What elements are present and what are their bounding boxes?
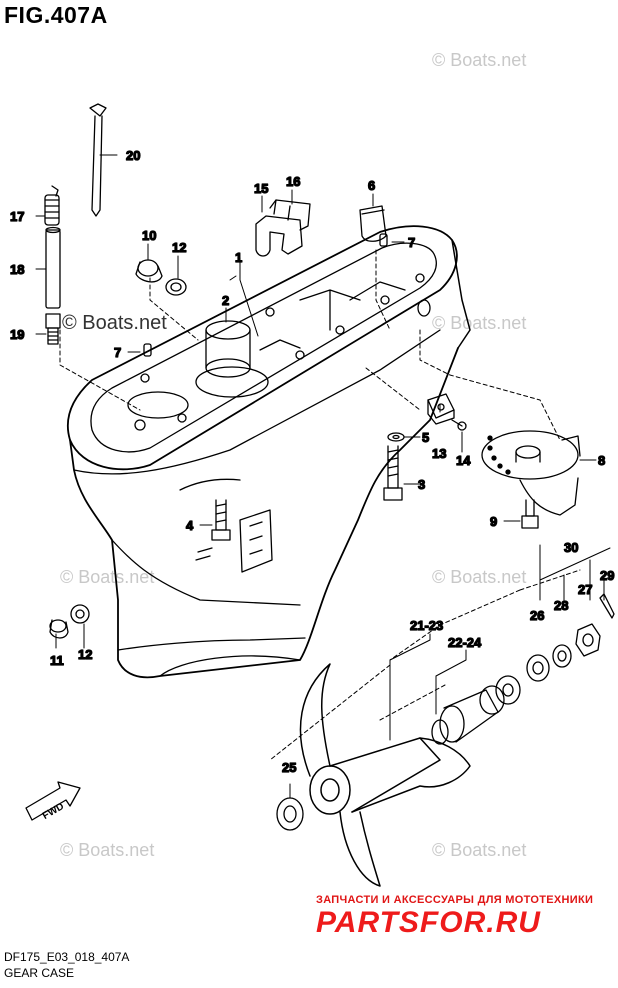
part-5-washer	[387, 432, 405, 442]
figure-code: DF175_E03_018_407A	[4, 950, 130, 964]
part-15-16-bracket	[255, 199, 311, 257]
label-7-lower: 7	[114, 345, 121, 360]
part-26-washer	[526, 654, 550, 682]
part-22-24-bushing	[431, 685, 505, 745]
label-5: 5	[422, 430, 429, 445]
brand-logo[interactable]: PARTSFOR.RU	[316, 906, 541, 939]
part-8-trim-tab	[481, 430, 581, 516]
label-15: 15	[254, 181, 268, 196]
watermark-center: © Boats.net	[62, 312, 167, 334]
brand-subtitle: ЗАПЧАСТИ И АКСЕССУАРЫ ДЛЯ МОТОТЕХНИКИ	[316, 894, 594, 906]
label-6: 6	[368, 178, 375, 193]
label-7-upper: 7	[408, 235, 415, 250]
label-8: 8	[598, 453, 605, 468]
part-4-bolt	[211, 499, 231, 541]
label-9: 9	[490, 514, 497, 529]
label-2: 2	[222, 293, 229, 308]
part-25-spacer	[276, 797, 304, 831]
label-21-23: 21-23	[410, 618, 443, 633]
label-12-upper: 12	[172, 240, 186, 255]
watermark-bottom-right: © Boats.net	[432, 840, 527, 860]
label-17: 17	[10, 209, 24, 224]
label-28: 28	[554, 598, 568, 613]
label-18: 18	[10, 262, 24, 277]
part-20-cable-tie	[89, 103, 107, 217]
label-1: 1	[235, 250, 242, 265]
part-14-screw	[451, 419, 467, 431]
figure-name: GEAR CASE	[4, 966, 75, 980]
part-7-pins	[143, 233, 388, 357]
label-16: 16	[286, 174, 300, 189]
part-17	[44, 185, 60, 226]
part-10-plug	[135, 259, 163, 283]
label-25: 25	[282, 760, 296, 775]
label-3: 3	[418, 477, 425, 492]
part-29-cotter-pin	[599, 593, 615, 619]
part-6-pad	[359, 205, 387, 242]
label-20: 20	[126, 148, 140, 163]
label-27: 27	[578, 582, 592, 597]
part-18-rod	[45, 226, 61, 309]
label-22-24: 22-24	[448, 635, 482, 650]
watermark-bottom-left: © Boats.net	[60, 840, 155, 860]
label-12-lower: 12	[78, 647, 92, 662]
part-12-washer-lower	[70, 604, 90, 624]
label-19: 19	[10, 327, 24, 342]
label-30: 30	[564, 540, 578, 555]
label-26: 26	[530, 608, 544, 623]
label-10: 10	[142, 228, 156, 243]
watermark-mid-left: © Boats.net	[60, 567, 155, 587]
watermark-mid-right: © Boats.net	[432, 313, 527, 333]
part-9-bolt	[521, 499, 539, 529]
label-4: 4	[186, 518, 194, 533]
fwd-arrow-icon	[25, 781, 81, 821]
label-13: 13	[432, 446, 446, 461]
part-27-nut	[575, 623, 601, 657]
part-19-fitting	[45, 313, 61, 345]
label-29: 29	[600, 568, 614, 583]
part-28-washer	[552, 644, 572, 668]
figure-title: FIG.407A	[4, 2, 108, 28]
propeller	[299, 663, 471, 887]
label-11: 11	[50, 653, 64, 668]
label-14: 14	[456, 453, 471, 468]
part-12-washer	[165, 278, 187, 296]
part-11-plug	[49, 619, 69, 639]
part-3-bolt	[383, 445, 403, 501]
part-13-block	[427, 393, 455, 425]
gear-case-housing	[66, 225, 471, 679]
watermark-lower-right: © Boats.net	[432, 567, 527, 587]
watermark-top-right: © Boats.net	[432, 50, 527, 70]
part-21-23-washer	[495, 675, 521, 705]
